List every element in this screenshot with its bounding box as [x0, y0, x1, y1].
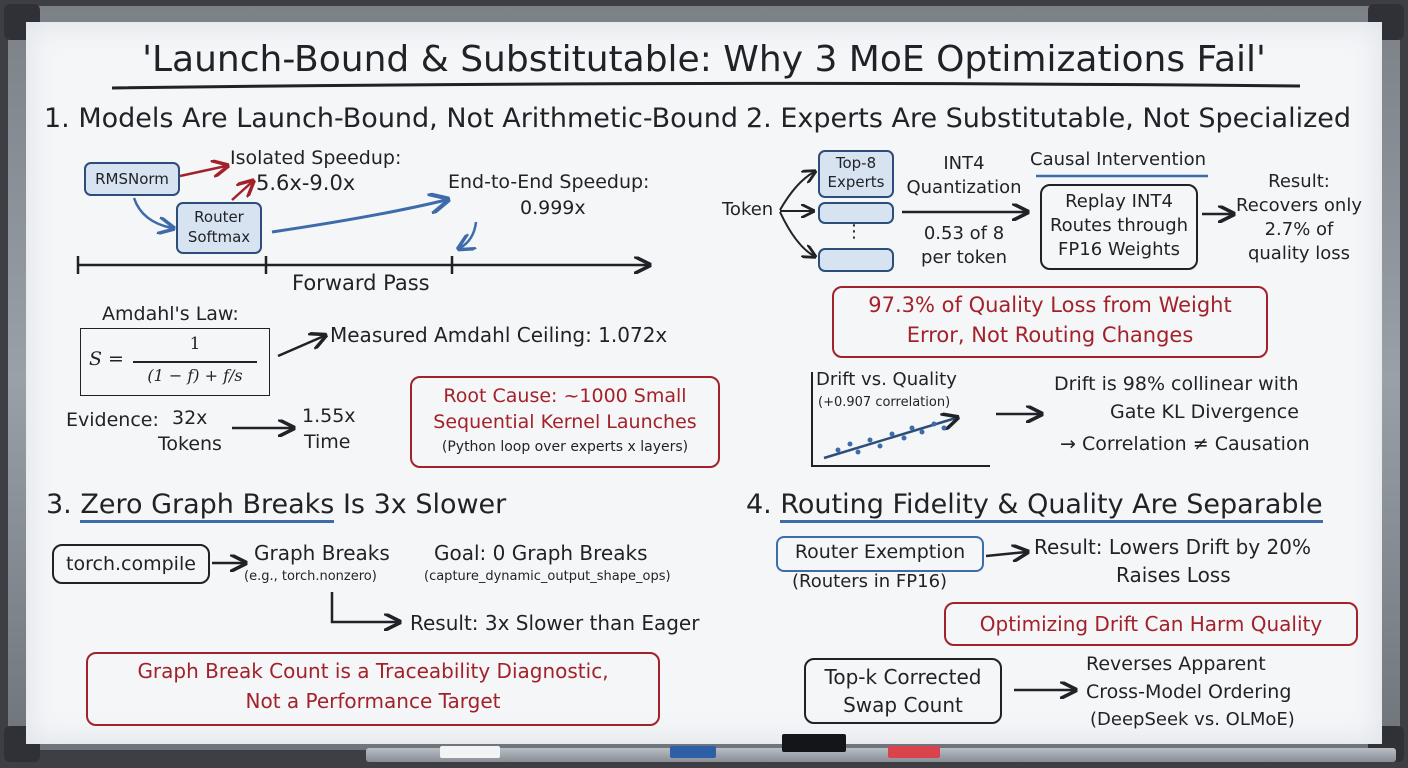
diagnostic-line-2: Not a Performance Target [245, 689, 501, 713]
section-4-heading-prefix: 4. [746, 489, 772, 520]
torch-compile-box: torch.compile [52, 544, 210, 584]
diagnostic-box: Graph Break Count is a Traceability Diag… [86, 652, 660, 726]
amdahl-formula-box: S = 1 (1 − f) + f/s [80, 328, 270, 396]
section-2-heading: 2. Experts Are Substitutable, Not Specia… [746, 103, 1352, 134]
section-4-heading: 4. Routing Fidelity & Quality Are Separa… [746, 489, 1323, 523]
amdahl-ceiling: Measured Amdahl Ceiling: 1.072x [330, 323, 668, 347]
per-token-line-2: per token [921, 247, 1007, 268]
whiteboard-surface [26, 22, 1382, 744]
marker-white[interactable] [440, 746, 500, 758]
token-label: Token [722, 199, 774, 220]
replay-line-2: Routes through [1049, 215, 1189, 236]
section-1-heading: 1. Models Are Launch-Bound, Not Arithmet… [44, 103, 739, 134]
formula-numerator: 1 [189, 334, 201, 354]
section-3-heading-suffix: Is 3x Slower [342, 489, 507, 520]
replay-line-1: Replay INT4 [1065, 191, 1173, 212]
top-8-experts-line-2: Experts [827, 173, 885, 191]
formula-lhs: S = [89, 348, 124, 370]
drift-vs-quality-title: Drift vs. Quality [816, 369, 957, 390]
result-line-4: quality loss [1247, 243, 1351, 264]
expert-slot-box-last [818, 248, 894, 272]
router-exemption-box: Router Exemption [776, 536, 984, 572]
section-3-heading-underlined: Zero Graph Breaks [80, 489, 335, 523]
replay-box: Replay INT4 Routes through FP16 Weights [1040, 184, 1198, 270]
marker-red[interactable] [888, 746, 940, 758]
marker-blue[interactable] [670, 746, 716, 758]
causal-intervention-label: Causal Intervention [1030, 149, 1207, 170]
rmsnorm-box: RMSNorm [84, 162, 180, 196]
drift-text-line-3: → Correlation ≠ Causation [1060, 433, 1310, 455]
root-cause-line-1: Root Cause: ~1000 Small [443, 385, 687, 407]
result-line-2: Recovers only [1236, 195, 1362, 216]
e2e-speedup-label: End-to-End Speedup: [448, 171, 650, 193]
root-cause-box: Root Cause: ~1000 Small Sequential Kerne… [410, 376, 720, 468]
page-title: 'Launch-Bound & Substitutable: Why 3 MoE… [142, 39, 1266, 80]
quality-loss-line-1: 97.3% of Quality Loss from Weight [868, 293, 1232, 317]
router-softmax-line-2: Softmax [187, 228, 251, 246]
exemption-result-line-2: Raises Loss [1116, 563, 1231, 587]
result-line-1: Result: [1268, 171, 1330, 192]
forward-pass-label: Forward Pass [292, 271, 430, 295]
evidence-tokens-label: Tokens [158, 433, 222, 455]
router-exemption-label: Router Exemption [794, 541, 966, 563]
section-4-heading-underlined: Routing Fidelity & Quality Are Separable [780, 489, 1323, 523]
replay-line-3: FP16 Weights [1058, 239, 1180, 260]
drift-text-line-2: Gate KL Divergence [1110, 401, 1299, 423]
reverses-line-1: Reverses Apparent [1086, 653, 1266, 675]
router-softmax-line-1: Router [194, 208, 244, 226]
quality-loss-box: 97.3% of Quality Loss from Weight Error,… [832, 286, 1268, 358]
evidence-label: Evidence: [66, 409, 159, 431]
drift-text-line-1: Drift is 98% collinear with [1054, 373, 1299, 395]
topk-swap-line-1: Top-k Corrected [824, 665, 982, 689]
quantization-line-2: Quantization [906, 177, 1022, 198]
root-cause-note: (Python loop over experts x layers) [441, 439, 689, 455]
diagnostic-line-1: Graph Break Count is a Traceability Diag… [137, 659, 609, 683]
formula-denominator: (1 − f) + f/s [147, 366, 243, 385]
result-line-3: 2.7% of [1264, 219, 1334, 240]
graph-breaks-label: Graph Breaks [254, 541, 390, 565]
formula-fraction-bar [133, 361, 257, 363]
drift-correlation-note: (+0.907 correlation) [818, 395, 951, 410]
section-3-heading: 3. Zero Graph Breaks Is 3x Slower [46, 489, 507, 523]
topk-swap-line-2: Swap Count [843, 693, 963, 717]
evidence-tokens-value: 32x [172, 407, 208, 429]
isolated-speedup-label: Isolated Speedup: [230, 147, 402, 169]
isolated-speedup-value: 5.6x-9.0x [256, 171, 356, 195]
eraser[interactable] [782, 734, 846, 752]
expert-slot-box [818, 202, 894, 224]
exemption-result-line-1: Result: Lowers Drift by 20% [1034, 535, 1311, 559]
graph-breaks-example: (e.g., torch.nonzero) [244, 569, 377, 584]
quantization-line-1: INT4 [943, 153, 985, 174]
quality-loss-line-2: Error, Not Routing Changes [906, 323, 1194, 347]
router-exemption-note: (Routers in FP16) [792, 571, 948, 592]
marker-tray [366, 748, 1396, 762]
amdahl-label: Amdahl's Law: [102, 303, 239, 325]
reverses-line-2: Cross-Model Ordering [1086, 681, 1292, 703]
topk-swap-box: Top-k Corrected Swap Count [804, 658, 1002, 724]
per-token-line-1: 0.53 of 8 [923, 223, 1005, 244]
root-cause-line-2: Sequential Kernel Launches [433, 411, 697, 433]
e2e-speedup-value: 0.999x [520, 197, 586, 219]
evidence-time-value: 1.55x [302, 405, 356, 427]
router-softmax-box: Router Softmax [176, 202, 262, 254]
goal-label: Goal: 0 Graph Breaks [434, 541, 648, 565]
graph-result: Result: 3x Slower than Eager [410, 611, 700, 635]
top-8-experts-box: Top-8 Experts [818, 150, 894, 198]
section-3-heading-prefix: 3. [46, 489, 72, 520]
reverses-line-3: (DeepSeek vs. OLMoE) [1090, 709, 1295, 730]
optimizing-drift-box: Optimizing Drift Can Harm Quality [944, 602, 1358, 646]
evidence-time-label: Time [304, 431, 351, 453]
top-8-experts-line-1: Top-8 [835, 154, 877, 172]
goal-note: (capture_dynamic_output_shape_ops) [424, 569, 671, 584]
expert-ellipsis: ⋮ [845, 221, 863, 242]
